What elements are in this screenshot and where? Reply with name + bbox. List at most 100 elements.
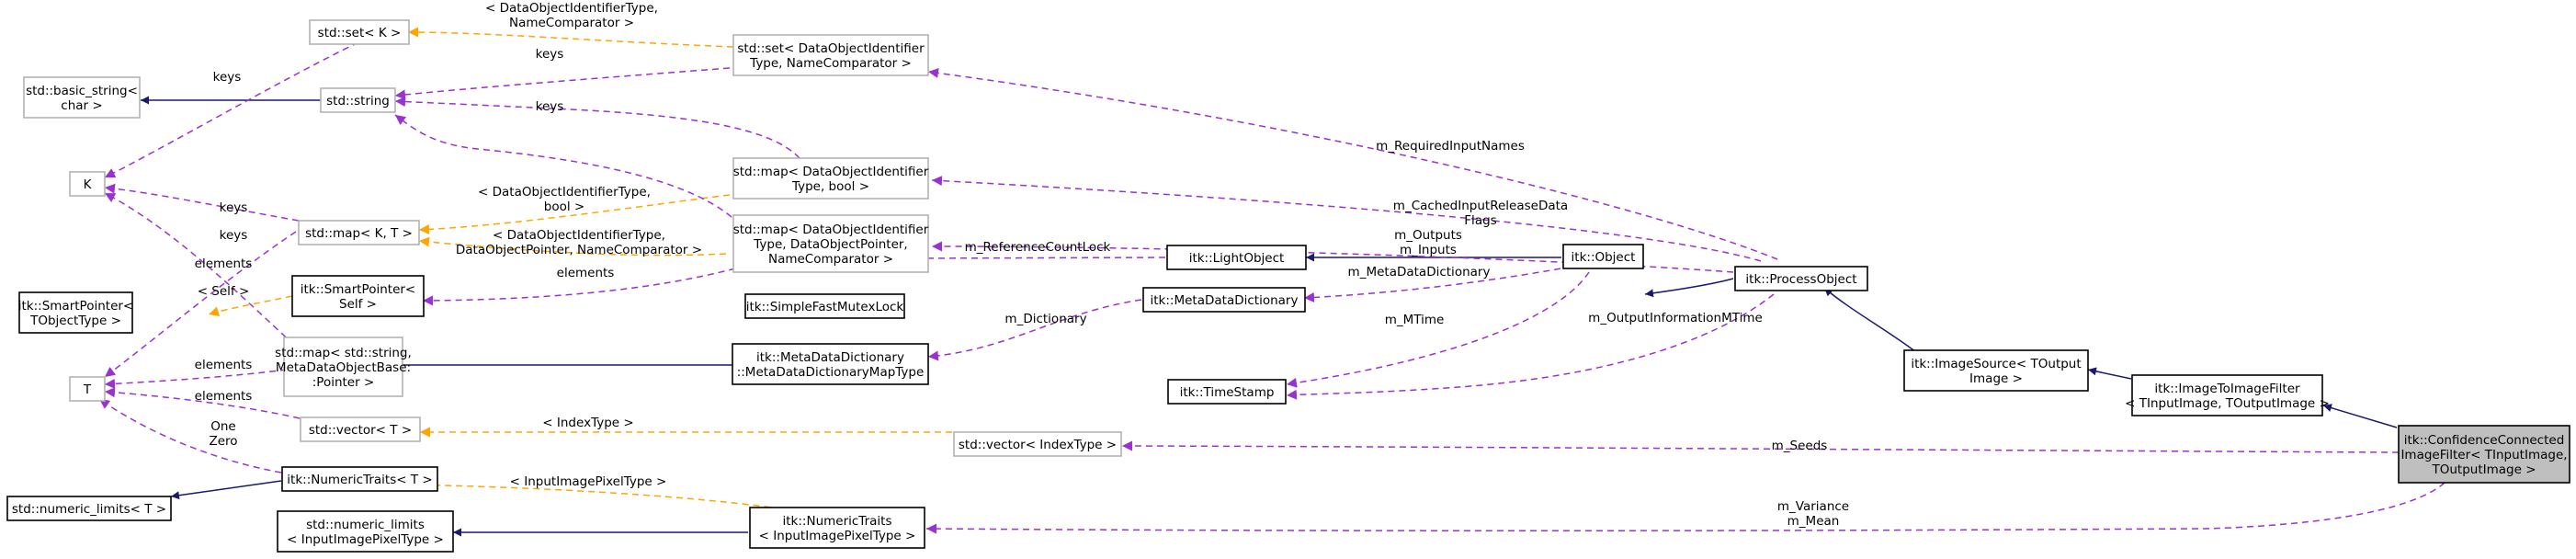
node-box	[2131, 374, 2323, 416]
node-label: std::map< DataObjectIdentifier	[733, 222, 929, 237]
node-map-meta[interactable]: std::map< std::string,MetaDataObjectBase…	[275, 337, 412, 397]
node-label: TOutputImage >	[2431, 462, 2536, 477]
edge-label-elements-vector: elements	[195, 389, 253, 404]
edge-keys-set-dataobj	[394, 67, 731, 100]
node-K[interactable]: K	[69, 171, 106, 197]
node-mutexlock[interactable]: itk::SimpleFastMutexLock	[744, 293, 905, 319]
node-label: < InputImagePixelType >	[759, 529, 916, 543]
node-label: std::basic_string<	[26, 84, 138, 98]
edge-imagesource-to-processobject	[1823, 287, 1917, 353]
edge-label-text: bool >	[544, 200, 584, 214]
node-numlimits-t[interactable]: std::numeric_limits< T >	[6, 496, 172, 521]
node-label: std::set< K >	[318, 26, 402, 40]
node-label: itk::ConfidenceConnected	[2404, 433, 2565, 448]
edge-label-text: elements	[195, 358, 253, 372]
edge-keys-map-meta	[104, 192, 295, 346]
node-label: itk::MetaDataDictionary	[1151, 293, 1299, 308]
node-box	[732, 157, 929, 200]
edge-label-map-bool-tmpl: < DataObjectIdentifierType,bool >	[478, 185, 651, 214]
node-label: < TInputImage, TOutputImage >	[2125, 396, 2330, 411]
edge-label-elements-map-meta: elements	[195, 358, 253, 372]
node-label: std::numeric_limits	[306, 518, 425, 532]
edge-label-keys-set-k: keys	[213, 70, 242, 85]
edge-label-text: keys	[536, 99, 564, 114]
node-label: Type, bool >	[791, 179, 869, 194]
node-std-string[interactable]: std::string	[320, 87, 396, 113]
edge-label-text: m_MTime	[1385, 313, 1445, 327]
edge-label-text: Zero	[209, 434, 237, 449]
edge-label-set-k-tmpl: < DataObjectIdentifierType,NameComparato…	[485, 1, 658, 30]
node-smartptr-self[interactable]: itk::SmartPointer<Self >	[291, 275, 425, 317]
edge-label-keys-set-dataobj: keys	[536, 47, 564, 62]
node-box	[283, 337, 403, 397]
node-label: std::numeric_limits< T >	[12, 502, 166, 517]
edge-label-text: keys	[213, 70, 242, 85]
node-label: std::vector< IndexType >	[959, 438, 1117, 452]
node-label: itk::ProcessObject	[1745, 272, 1856, 287]
node-box	[732, 343, 929, 385]
edge-label-text: m_MetaDataDictionary	[1348, 265, 1491, 280]
node-box	[1903, 349, 2089, 392]
node-map-bool[interactable]: std::map< DataObjectIdentifierType, bool…	[732, 157, 929, 200]
node-metadict-map[interactable]: itk::MetaDataDictionary::MetaDataDiction…	[732, 343, 929, 385]
node-box	[732, 214, 929, 273]
edge-label-text: < DataObjectIdentifierType,	[485, 1, 658, 16]
node-label: itk::NumericTraits< T >	[287, 473, 432, 487]
node-T[interactable]: T	[69, 376, 106, 402]
node-box	[298, 220, 420, 245]
node-lightobject[interactable]: itk::LightObject	[1166, 245, 1307, 270]
node-processobject[interactable]: itk::ProcessObject	[1734, 266, 1868, 291]
edge-one-zero	[98, 398, 282, 473]
node-label: itk::LightObject	[1189, 251, 1285, 266]
node-numlimits-pix[interactable]: std::numeric_limits< InputImagePixelType…	[277, 510, 454, 553]
node-label: TObjectType >	[29, 314, 121, 328]
node-label: K	[84, 177, 93, 192]
node-set-dataobj[interactable]: std::set< DataObjectIdentifierType, Name…	[732, 34, 929, 76]
edge-label-text: elements	[195, 257, 253, 271]
node-label: ::MetaDataDictionaryMapType	[737, 365, 925, 380]
node-box	[69, 171, 106, 197]
node-numtraits-t[interactable]: itk::NumericTraits< T >	[281, 466, 438, 492]
edge-label-text: m_Mean	[1787, 514, 1840, 529]
node-label: itk::SmartPointer<	[18, 299, 133, 314]
edge-label-text: m_OutputInformationMTime	[1588, 311, 1763, 325]
edge-variance-mean	[925, 482, 2445, 534]
node-img2img[interactable]: itk::ImageToImageFilter< TInputImage, TO…	[2125, 374, 2330, 416]
node-map-ptr[interactable]: std::map< DataObjectIdentifierType, Data…	[732, 214, 929, 273]
node-label: itk::ImageToImageFilter	[2154, 382, 2300, 396]
node-label: std::map< K, T >	[305, 226, 413, 241]
node-metadict[interactable]: itk::MetaDataDictionary	[1142, 287, 1306, 313]
edge-label-text: m_Variance	[1777, 499, 1849, 514]
edge-self-tmpl	[208, 295, 293, 317]
node-timestamp[interactable]: itk::TimeStamp	[1167, 379, 1287, 405]
node-box	[1734, 266, 1868, 291]
edge-set-k-tmpl	[407, 27, 734, 48]
node-vector-idx[interactable]: std::vector< IndexType >	[953, 431, 1122, 457]
node-imagesource[interactable]: itk::ImageSource< TOutputImage >	[1903, 349, 2089, 392]
node-numtraits-pix[interactable]: itk::NumericTraits< InputImagePixelType …	[749, 507, 925, 549]
node-label: itk::MetaDataDictionary	[756, 350, 904, 365]
node-set-k[interactable]: std::set< K >	[309, 19, 410, 45]
edge-keys-map-bool	[394, 97, 800, 159]
node-label: itk::Object	[1572, 250, 1636, 265]
node-object[interactable]: itk::Object	[1562, 244, 1644, 269]
node-vector-t[interactable]: std::vector< T >	[300, 416, 421, 442]
node-map-kt[interactable]: std::map< K, T >	[298, 220, 420, 245]
edge-label-pixel-tmpl: < InputImagePixelType >	[510, 474, 667, 489]
node-basic-string[interactable]: std::basic_string<char >	[23, 76, 141, 119]
edge-label-seeds: m_Seeds	[1772, 439, 1828, 453]
node-label: :Pointer >	[312, 375, 375, 390]
node-smartptr-obj[interactable]: itk::SmartPointer<TObjectType >	[18, 291, 133, 334]
node-box	[18, 291, 133, 334]
edge-label-elements-smartptr: elements	[557, 266, 615, 280]
node-box	[2398, 425, 2570, 484]
edge-keys-set-k	[104, 41, 359, 178]
edge-label-keys-map-meta: keys	[220, 228, 248, 243]
node-box	[744, 293, 905, 319]
edge-label-index-tmpl: < IndexType >	[542, 416, 633, 430]
node-box	[309, 19, 410, 45]
